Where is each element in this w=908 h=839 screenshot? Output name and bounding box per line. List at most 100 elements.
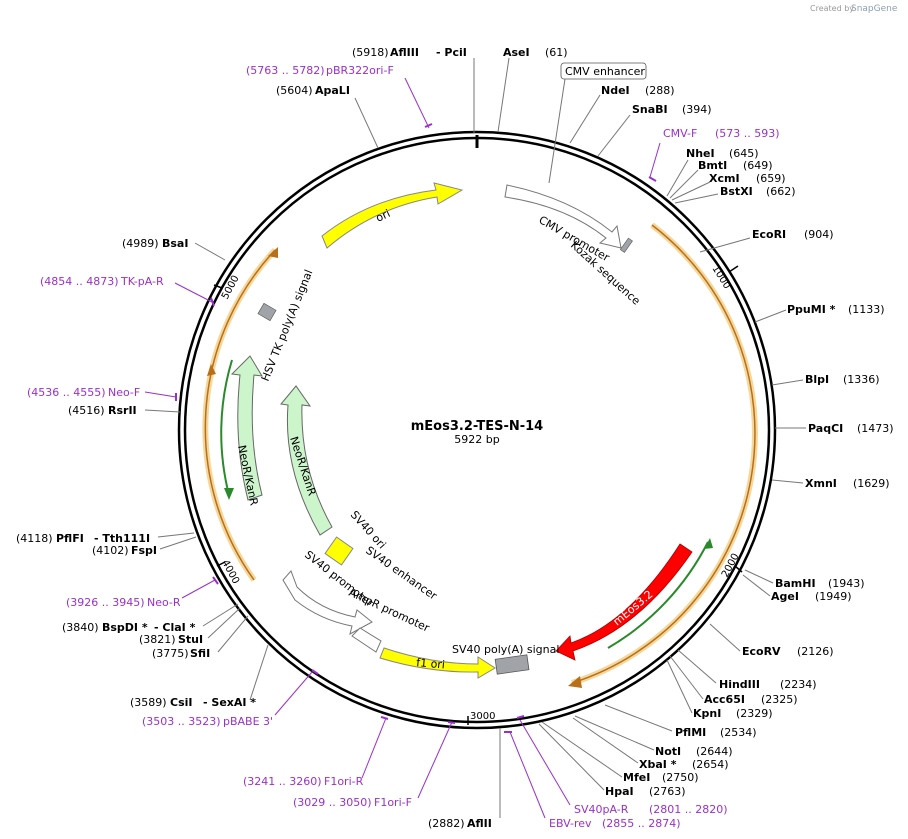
primer-f1ori-f: F1ori-F bbox=[374, 796, 412, 809]
snapgene-brand: SnapGene bbox=[851, 4, 898, 14]
enzyme-stui: StuI bbox=[178, 633, 203, 646]
enzyme-sfii: SfiI bbox=[190, 647, 210, 660]
primer-tk-pa-r: TK-pA-R bbox=[120, 275, 164, 288]
enzyme-bmti: BmtI bbox=[698, 159, 727, 172]
enzyme-pos-pflmi: (2534) bbox=[720, 726, 757, 739]
enzyme-xbai: XbaI * bbox=[639, 758, 677, 771]
orf-left-arrowhead-top bbox=[268, 247, 278, 258]
enzyme-pos-hpai: (2763) bbox=[649, 785, 686, 798]
ampr-promoter-feature[interactable] bbox=[351, 627, 382, 653]
enzyme-pos-afliii: (5918) bbox=[352, 46, 389, 59]
primer-pbr322ori: pBR322ori-F bbox=[326, 64, 394, 77]
enzyme-pos-fspi: (4102) bbox=[92, 544, 129, 557]
enzyme-rsrii: RsrII bbox=[108, 404, 137, 417]
enzyme-clai: - ClaI * bbox=[154, 621, 196, 634]
enzyme-hindiii: HindIII bbox=[719, 678, 760, 691]
enzyme-pos-bspdi: (3840) bbox=[62, 621, 99, 634]
enzyme-pcii: - PciI bbox=[436, 46, 467, 59]
primer-pbabe: pBABE 3' bbox=[223, 715, 273, 728]
primer-marks bbox=[144, 77, 661, 819]
f1-ori-label: f1 ori bbox=[416, 656, 446, 671]
map-title: mEos3.2-TES-N-14 bbox=[411, 419, 543, 434]
sv40-promoter-feature[interactable] bbox=[282, 570, 373, 635]
sv40-polya-label: SV40 poly(A) signal bbox=[452, 643, 559, 656]
cmv-promoter-feature[interactable] bbox=[504, 184, 622, 249]
primer-cmv-f: CMV-F bbox=[663, 127, 697, 140]
enzyme-tth111i: - Tth111I bbox=[94, 532, 150, 545]
enzyme-pos-hindiii: (2234) bbox=[780, 678, 817, 691]
orf-right-line bbox=[571, 224, 756, 684]
primer-range-pbr322ori: (5763 .. 5782) bbox=[246, 64, 325, 77]
enzyme-aflii: AflII bbox=[467, 817, 492, 830]
enzyme-pos-stui: (3821) bbox=[139, 633, 176, 646]
enzyme-pos-xmni: (1629) bbox=[853, 477, 890, 490]
enzyme-leaders bbox=[144, 57, 806, 818]
hsv-tk-polya-label: HSV TK poly(A) signal bbox=[259, 268, 316, 383]
enzyme-pos-rsrii: (4516) bbox=[68, 404, 105, 417]
enzyme-pos-xcmi: (659) bbox=[756, 172, 786, 185]
enzyme-bstxi: BstXI bbox=[720, 185, 753, 198]
orf-left-line bbox=[204, 249, 276, 581]
neor-inner-feature[interactable] bbox=[280, 385, 333, 536]
primer-f1ori-r: F1ori-R bbox=[324, 775, 364, 788]
tick-mark-5000 bbox=[213, 284, 223, 289]
enzyme-pos-bsai: (4989) bbox=[122, 237, 159, 250]
primer-sv40pa-r: SV40pA-R bbox=[574, 803, 629, 816]
primer-range-sv40pa-r: (2801 .. 2820) bbox=[649, 803, 728, 816]
enzyme-pos-sfii: (3775) bbox=[152, 647, 189, 660]
meos-feature[interactable] bbox=[555, 543, 693, 661]
neor-outer-feature[interactable] bbox=[230, 355, 263, 501]
enzyme-noti: NotI bbox=[655, 745, 681, 758]
enzyme-pos-xbai: (2654) bbox=[692, 758, 729, 771]
primer-range-ebv-rev: (2855 .. 2874) bbox=[602, 817, 681, 830]
ori-label: ori bbox=[374, 207, 392, 225]
enzyme-asei: AseI bbox=[503, 46, 530, 59]
enzyme-pos-pflfi: (4118) bbox=[16, 532, 53, 545]
enzyme-pos-nhei: (645) bbox=[729, 147, 759, 160]
f1-ori-feature[interactable] bbox=[379, 647, 496, 679]
enzyme-pos-agei: (1949) bbox=[815, 590, 852, 603]
sv40-ori-label: SV40 ori bbox=[348, 508, 389, 551]
enzyme-pos-csii: (3589) bbox=[130, 696, 167, 709]
enzyme-pos-snabi: (394) bbox=[682, 103, 712, 116]
enzyme-apali: ApaLI bbox=[315, 84, 350, 97]
tick-label-3000: 3000 bbox=[470, 711, 495, 722]
enzyme-pos-paqci: (1473) bbox=[857, 422, 894, 435]
enzyme-ppumi: PpuMI * bbox=[787, 303, 836, 316]
enzyme-ecorv: EcoRV bbox=[742, 645, 781, 658]
cmv-promoter-label: CMV promoter bbox=[537, 213, 613, 264]
primer-ebv-rev: EBV-rev bbox=[549, 817, 592, 830]
enzyme-sexai: - SexAI * bbox=[203, 696, 256, 709]
enzyme-pos-bmti: (649) bbox=[743, 159, 773, 172]
enzyme-agei: AgeI bbox=[771, 590, 799, 603]
cmv-enhancer-box[interactable] bbox=[560, 62, 647, 80]
orf-right-outline bbox=[571, 222, 758, 686]
enzyme-mfei: MfeI bbox=[623, 771, 650, 784]
enzyme-fspi: FspI bbox=[131, 544, 157, 557]
sv40-ori-feature[interactable] bbox=[324, 536, 354, 566]
hsv-tk-polya-feature[interactable] bbox=[257, 302, 277, 322]
enzyme-kpni: KpnI bbox=[693, 707, 721, 720]
tick-mark-2000 bbox=[734, 565, 743, 573]
ori-feature[interactable] bbox=[321, 182, 464, 249]
enzyme-paqci: PaqCI bbox=[808, 422, 843, 435]
cmv-enhancer-label: CMV enhancer bbox=[565, 65, 645, 78]
primer-range-neo-r: (3926 .. 3945) bbox=[66, 596, 145, 609]
primer-range-cmv-f: (573 .. 593) bbox=[715, 127, 780, 140]
enzyme-csii: CsiI bbox=[170, 696, 192, 709]
enzyme-pos-apali: (5604) bbox=[276, 84, 313, 97]
orf-green-left bbox=[220, 359, 233, 496]
primer-range-tk-pa-r: (4854 .. 4873) bbox=[40, 275, 119, 288]
credit-text: Created by bbox=[810, 4, 854, 13]
sv40-polya-feature[interactable] bbox=[494, 654, 530, 675]
primer-neo-r: Neo-R bbox=[147, 596, 181, 609]
enzyme-bamhi: BamHI bbox=[775, 577, 816, 590]
primer-range-f1ori-r: (3241 .. 3260) bbox=[243, 775, 322, 788]
enzyme-pos-acc65i: (2325) bbox=[761, 693, 798, 706]
kozak-feature[interactable] bbox=[619, 237, 633, 253]
enzyme-pos-ecori: (904) bbox=[804, 228, 834, 241]
enzyme-pflmi: PflMI bbox=[675, 726, 706, 739]
orf-green-right-arrowhead bbox=[704, 538, 713, 549]
